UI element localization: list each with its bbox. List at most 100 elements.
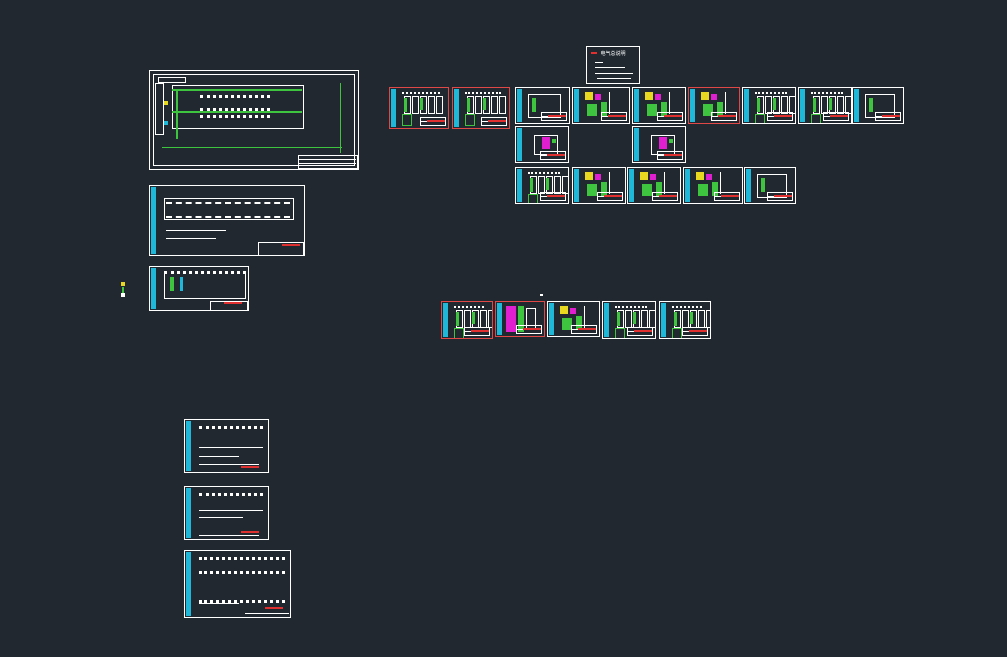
sheet-detail [837,96,844,114]
title-block-mark [523,328,541,330]
drawing-sheet[interactable] [495,301,545,337]
sheet-detail [528,172,560,177]
drawing-sheet[interactable] [572,87,630,124]
sheet-detail [656,182,662,196]
sheet-detail [664,172,673,194]
sheet-detail [576,316,582,330]
table-sheet-1[interactable] [184,419,269,473]
sheet-detail [609,172,618,194]
sheet-detail [488,310,492,328]
sheet-detail [584,306,592,328]
sheet-strip [443,303,448,337]
sheet-detail [674,312,677,326]
sheet-detail [528,94,561,118]
sheet-detail [651,135,675,155]
title-block-mark [830,115,848,117]
title-block-mark [664,154,682,156]
drawing-sheet[interactable] [602,301,656,339]
drawing-sheet[interactable] [744,167,796,204]
drawing-sheet[interactable] [632,126,686,163]
title-block-mark [547,195,565,197]
sheet-detail [562,318,572,330]
title-block-mark [427,120,445,122]
sheet-detail [595,94,601,100]
drawing-sheet[interactable] [798,87,852,124]
sheet-detail [534,135,558,155]
sheet-detail [725,92,732,114]
drawing-sheet[interactable] [632,87,686,124]
title-block-mark [882,115,900,117]
sheet-detail [661,102,667,116]
cursor-marker [540,294,543,296]
drawing-sheet[interactable] [441,301,493,339]
drawing-sheet[interactable] [515,126,569,163]
site-plan-sheet[interactable] [149,70,359,170]
sheet-strip [800,89,805,122]
table-sheet-3[interactable] [184,550,291,618]
drawing-sheet[interactable] [515,87,570,124]
title-block-mark [774,115,792,117]
title-block-mark [664,115,682,117]
drawing-sheet[interactable] [547,301,600,337]
sheet-detail [585,92,593,100]
title-block-mark [488,120,506,122]
sheet-detail [640,172,648,180]
drawing-sheet[interactable] [627,167,681,204]
sheet-detail [528,194,538,203]
sheet-detail [530,178,533,192]
drawing-sheet[interactable] [572,167,626,204]
sheet-strip [517,169,522,202]
sheet-detail [560,306,568,314]
drawing-sheet[interactable] [688,87,740,124]
drawing-sheet[interactable] [515,167,569,204]
title-block-mark [634,330,652,332]
sheet-detail [650,174,656,180]
notes-sheet[interactable] [149,185,305,256]
sheet-detail [436,96,443,114]
drawing-sheet[interactable] [659,301,711,339]
sheet-detail [811,114,821,123]
sheet-strip [634,128,639,161]
sheet-detail [625,310,632,328]
title-block-mark [718,115,736,117]
sheet-detail [467,98,470,112]
sheet-detail [464,310,471,328]
sheet-detail [682,310,689,328]
panel-sheet-small[interactable] [149,266,249,311]
title-block-mark [608,115,626,117]
sheet-detail [532,98,536,112]
sheet-detail [472,312,475,324]
sheet-detail [761,178,765,192]
sheet-detail [546,178,549,190]
sheet-detail [402,114,412,126]
sheet-detail [720,172,735,194]
drawing-sheet[interactable] [452,87,510,129]
sheet-detail [669,92,678,114]
title-block-mark [604,195,622,197]
sheet-strip [574,169,579,202]
sheet-detail [781,96,788,114]
sheet-detail [755,92,787,97]
sheet-detail [454,328,464,338]
drawing-sheet[interactable] [742,87,796,124]
sheet-detail [672,306,702,311]
sheet-detail [615,328,625,338]
drawing-sheet[interactable] [852,87,904,124]
sheet-detail [711,94,717,100]
drawing-sheet[interactable] [683,167,743,204]
drawing-sheet[interactable] [389,87,449,129]
sheet-detail [649,310,655,328]
sheet-strip [661,303,666,337]
sheet-strip [517,89,522,122]
sheet-detail [465,114,475,126]
sheet-detail [821,96,828,114]
sheet-strip [391,89,396,127]
sheet-detail [570,308,576,314]
sheet-detail [641,310,648,328]
sheet-detail [420,98,423,110]
sheet-detail [412,96,419,114]
table-sheet-2[interactable] [184,486,269,540]
cover-sheet[interactable]: 电气总说明 [586,46,640,84]
sheet-detail [669,139,673,143]
